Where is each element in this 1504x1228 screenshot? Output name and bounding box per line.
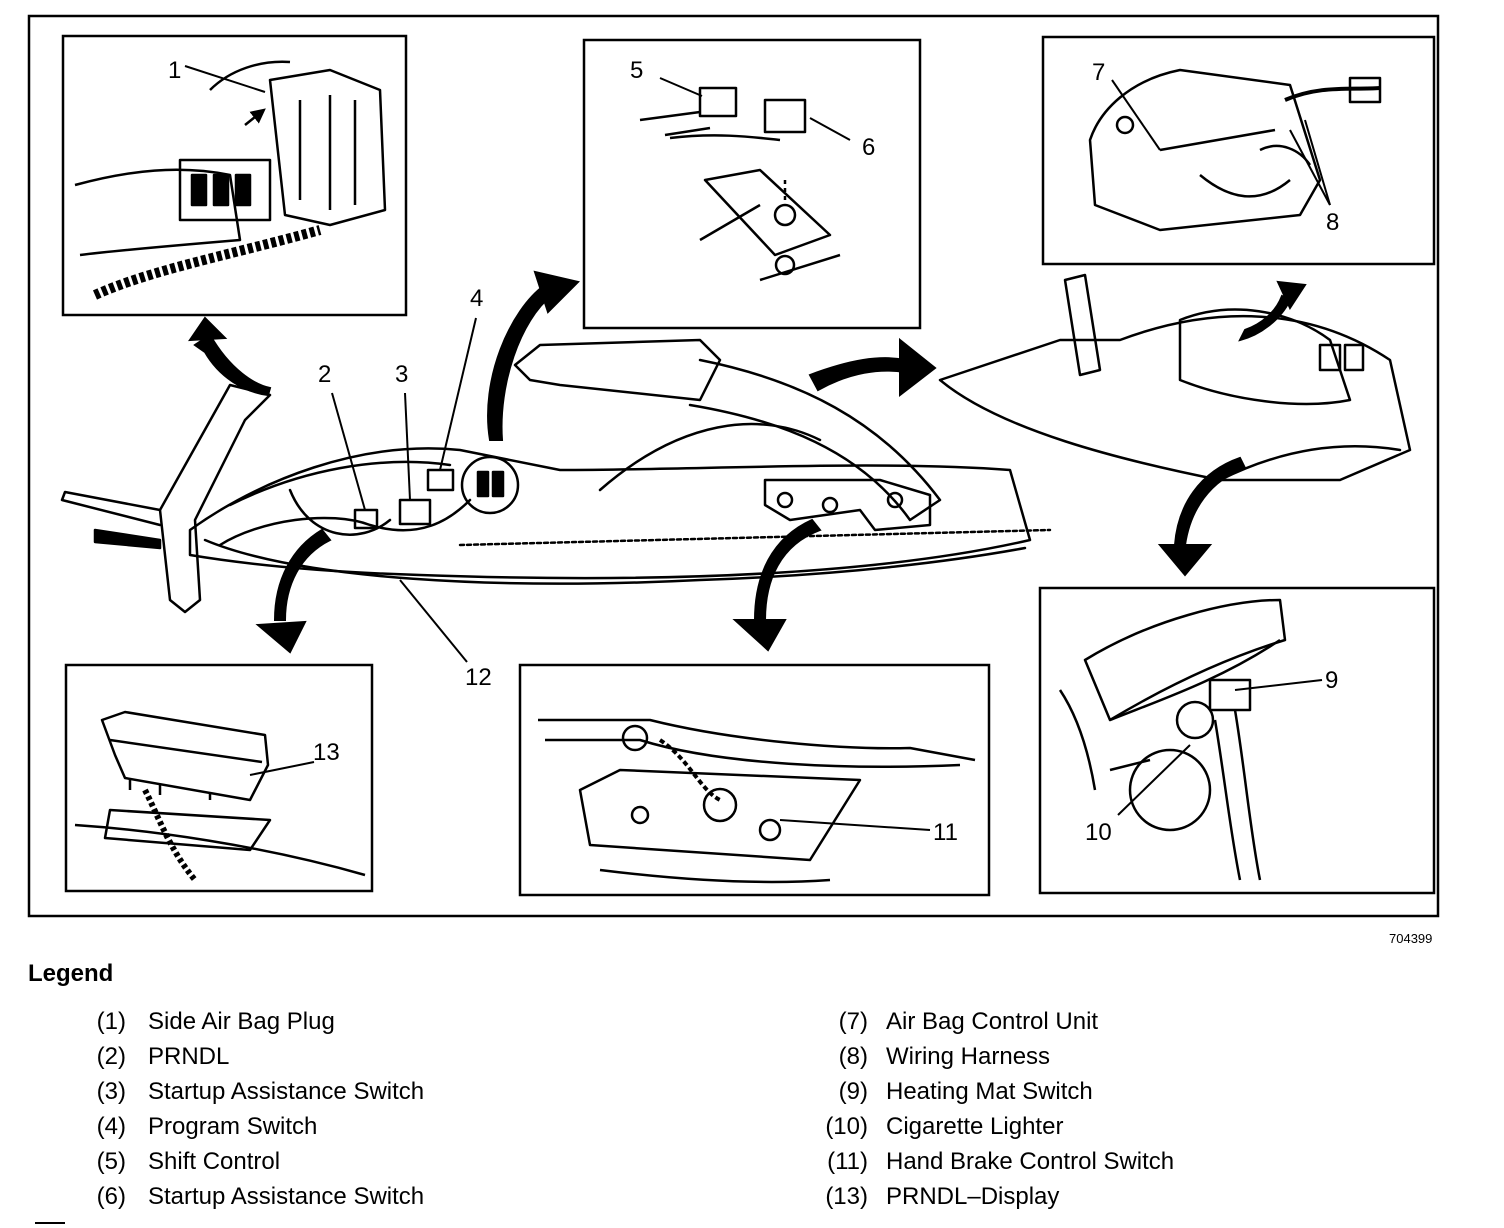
drawing-number: 704399	[1389, 931, 1433, 946]
callout-6: 6	[862, 134, 875, 161]
detail-view-air-bag-control-unit	[1041, 35, 1436, 266]
legend-item-number: (3)	[96, 1078, 126, 1105]
legend-title: Legend	[28, 960, 114, 987]
callout-11: 11	[933, 819, 958, 846]
legend-item-label: Cigarette Lighter	[886, 1113, 1064, 1140]
callout-2: 2	[318, 361, 331, 388]
detail-view-heating-mat-switch	[1038, 586, 1436, 895]
detail-view-shift-control	[582, 38, 922, 330]
callout-labels: 1 2 3 4 5 6 7 8 9 10 11 12 13	[168, 57, 1339, 846]
legend-item-label: Side Air Bag Plug	[148, 1008, 335, 1035]
detail-view-side-air-bag-plug	[61, 34, 408, 317]
legend-item-label: Startup Assistance Switch	[148, 1183, 425, 1210]
callout-10: 10	[1085, 819, 1112, 846]
legend-item-number: (5)	[96, 1148, 126, 1175]
legend-item-label: PRNDL–Display	[886, 1183, 1060, 1210]
console-assembly	[60, 273, 1412, 614]
figure-frame	[27, 14, 1440, 918]
legend-item-number: (11)	[827, 1148, 868, 1175]
legend-item-number: (9)	[838, 1078, 868, 1105]
legend-item-number: (13)	[825, 1183, 868, 1210]
legend-item-label: Wiring Harness	[886, 1043, 1051, 1070]
callout-7: 7	[1092, 59, 1105, 86]
callout-5: 5	[630, 57, 643, 84]
legend-item-label: Shift Control	[148, 1148, 281, 1175]
legend-item-number: (1)	[96, 1008, 126, 1035]
legend-item-number: (4)	[96, 1113, 126, 1140]
legend-item-number: (7)	[838, 1008, 868, 1035]
detail-view-prndl-display	[64, 663, 374, 893]
callout-8: 8	[1326, 209, 1339, 236]
callout-leaders	[331, 317, 477, 663]
callout-13: 13	[313, 739, 340, 766]
legend-item-label: PRNDL	[148, 1043, 230, 1070]
detail-view-hand-brake-control-switch	[518, 663, 991, 897]
callout-12: 12	[465, 664, 492, 691]
legend-item-number: (8)	[838, 1043, 868, 1070]
legend-item-label: Heating Mat Switch	[886, 1078, 1093, 1105]
callout-9: 9	[1325, 667, 1338, 694]
page-edge-mark	[35, 1222, 65, 1224]
callout-3: 3	[395, 361, 408, 388]
callout-4: 4	[470, 285, 483, 312]
legend-item-number: (10)	[825, 1113, 868, 1140]
legend-item-label: Startup Assistance Switch	[148, 1078, 425, 1105]
legend-item-number: (6)	[96, 1183, 126, 1210]
callout-1: 1	[168, 57, 181, 84]
legend-item-label: Hand Brake Control Switch	[886, 1148, 1175, 1175]
legend-item-number: (2)	[96, 1043, 126, 1070]
legend-item-label: Program Switch	[148, 1113, 318, 1140]
legend-item-label: Air Bag Control Unit	[886, 1008, 1099, 1035]
detail-arrows	[188, 270, 1307, 654]
